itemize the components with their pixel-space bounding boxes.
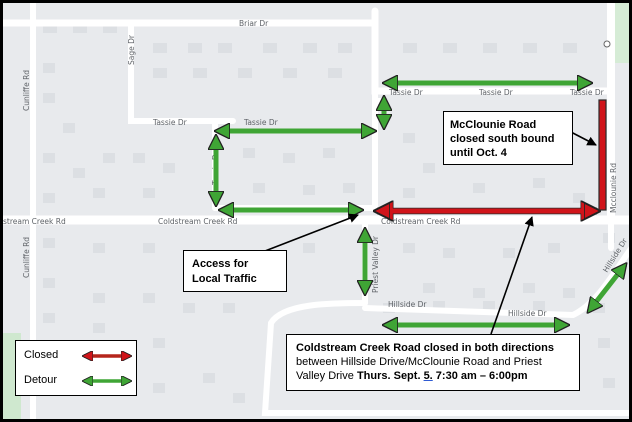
detour-arrows [216, 83, 625, 325]
road-label-mcclounie: Mcclounie Rd [609, 163, 618, 213]
callout-coldstream-closure: Coldstream Creek Road closed in both dir… [286, 334, 580, 391]
road-label-tassie-r3: Tassie Dr [569, 88, 605, 97]
callout-pointers [264, 130, 597, 335]
road-label-briar: Briar Dr [239, 19, 269, 28]
road-label-tassie-mid: Tassie Dr [243, 118, 279, 127]
closure-bar-mcclounie [598, 99, 607, 211]
callout-coldstream-line2: between Hillside Drive/McClounie Road an… [296, 356, 542, 368]
closure-lines [377, 99, 607, 211]
callout-mcclounie-line1: McClounie Road [450, 119, 537, 131]
hillside-loop-road [261, 300, 629, 416]
callout-local-access: Access for Local Traffic [183, 250, 287, 292]
callout-coldstream-date-c: 7:30 am – 6:00pm [432, 370, 528, 382]
callout-mcclounie-line3: until Oct. 4 [450, 147, 507, 159]
pointer-mcclounie [568, 130, 597, 146]
legend-detour-arrow [80, 376, 134, 386]
callout-access-line2: Local Traffic [192, 273, 257, 285]
callout-coldstream-line3-prefix: Valley Drive [296, 370, 357, 382]
park-area [611, 3, 629, 63]
road-label-cunliffe-bottom: Cunliffe Rd [22, 237, 31, 278]
map-legend: Closed Detour [15, 340, 137, 396]
sage-tassie-road [128, 20, 236, 124]
detour-arrow-hillside-diag [589, 265, 625, 311]
road-label-sage: Sage Dr [127, 34, 136, 65]
legend-closed-label: Closed [24, 349, 59, 361]
road-label-coldstream-mid: Coldstream Creek Rd [158, 217, 238, 226]
road-label-coldstream-right: Coldstream Creek Rd [381, 217, 461, 226]
road-label-cunliffe-top: Cunliffe Rd [22, 70, 31, 111]
road-label-coldstream-left: stream Creek Rd [3, 217, 66, 226]
road-label-hillside-left: Hillside Dr [388, 300, 427, 309]
legend-detour-label: Detour [24, 374, 58, 386]
road-label-priest-valley: Priest Valley Dr [371, 235, 380, 293]
callout-mcclounie-closure: McClounie Road closed south bound until … [443, 111, 573, 165]
pointer-access [264, 213, 359, 252]
road-label-tassie-left: Tassie Dr [152, 118, 188, 127]
callout-mcclounie-line2: closed south bound [450, 133, 555, 145]
road-label-tassie-r1: Tassie Dr [388, 88, 424, 97]
road-label-hillside-right: Hillside Dr [508, 309, 547, 318]
callout-coldstream-title: Coldstream Creek Road closed in both dir… [296, 342, 554, 354]
legend-closed-arrow [80, 351, 134, 361]
pointer-coldstream [490, 216, 534, 335]
callout-access-line1: Access for [192, 258, 249, 270]
poi-marker [603, 40, 611, 48]
callout-coldstream-line3: Valley Drive Thurs. Sept. 5. 7:30 am – 6… [296, 369, 570, 383]
callout-coldstream-date-a: Thurs. Sept. [356, 370, 424, 382]
road-label-tassie-r2: Tassie Dr [478, 88, 514, 97]
callout-coldstream-date-b: 5. [423, 370, 433, 382]
